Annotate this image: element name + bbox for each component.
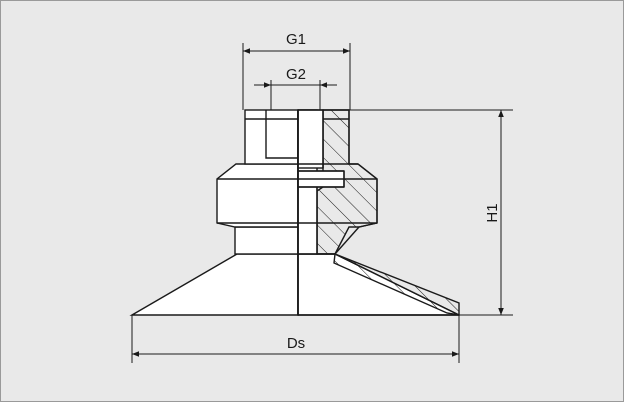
dimension-g2 <box>254 80 337 110</box>
label-ds: Ds <box>287 335 305 352</box>
fitting-top-left <box>244 109 299 165</box>
dimension-g1 <box>242 43 351 110</box>
cup-neck-left <box>234 226 299 255</box>
dimension-ds <box>131 315 460 363</box>
hex-nut-left <box>216 163 299 228</box>
label-h1: H1 <box>484 203 501 222</box>
cup-left-half <box>129 109 299 316</box>
dimension-h1 <box>349 109 513 316</box>
label-g2: G2 <box>286 66 306 83</box>
label-g1: G1 <box>286 31 306 48</box>
cup-skirt-left <box>129 253 299 316</box>
cup-section-half <box>297 109 460 316</box>
